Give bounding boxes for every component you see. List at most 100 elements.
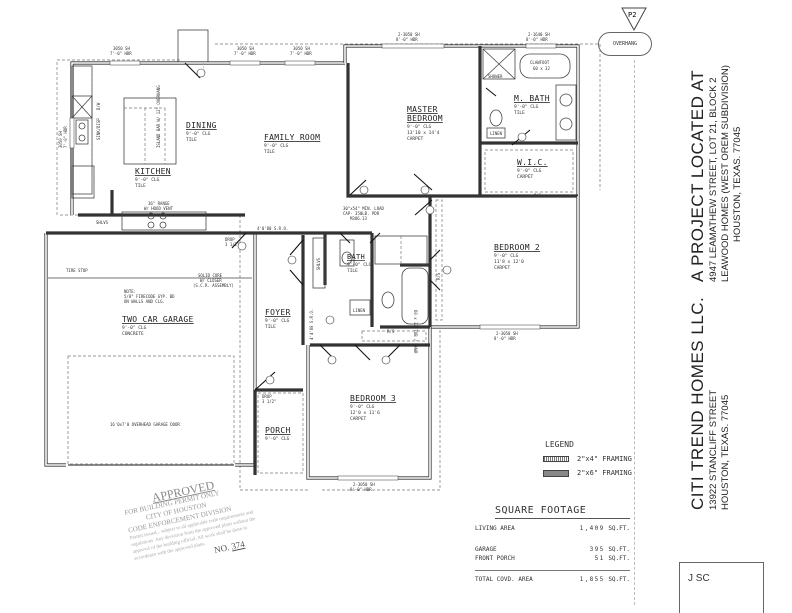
svg-text:3050 SH: 3050 SH (113, 46, 130, 51)
svg-text:5/8" FIRECODE GYP. BD: 5/8" FIRECODE GYP. BD (124, 294, 175, 299)
svg-text:TILE: TILE (186, 137, 197, 143)
svg-text:9'-0" CLG: 9'-0" CLG (514, 104, 539, 110)
project-address-line2: LEAWOOD HOMES (WEST OREM SUBDIVISION) (720, 65, 731, 282)
svg-text:CAP- 350LB. PDR: CAP- 350LB. PDR (343, 211, 380, 216)
sqft-row-living: LIVING AREA 1,409 SQ.FT. (475, 525, 630, 532)
svg-text:SHLVS: SHLVS (96, 220, 109, 225)
svg-text:9'-0" CLG: 9'-0" CLG (264, 143, 289, 149)
legend: LEGEND 2"x4" FRAMING 2"x6" FRAMING (543, 440, 632, 477)
svg-text:2-1640 SH: 2-1640 SH (528, 32, 550, 37)
square-footage-table: SQUARE FOOTAGE LIVING AREA 1,409 SQ.FT. … (475, 505, 630, 583)
svg-text:9'-0" CLG: 9'-0" CLG (407, 124, 432, 130)
svg-text:3050 SH: 3050 SH (237, 46, 254, 51)
svg-text:2-3050 SH: 2-3050 SH (353, 482, 375, 487)
svg-text:8'-0" HDR: 8'-0" HDR (494, 336, 516, 341)
svg-text:8'-0" HDR: 8'-0" HDR (526, 37, 548, 42)
legend-title: LEGEND (545, 440, 574, 449)
company-name: CITI TREND HOMES LLC. (688, 296, 707, 510)
door-tags (196, 68, 527, 385)
garage-door (48, 277, 252, 466)
overhang-cloud: OVERHANG (598, 32, 652, 56)
svg-text:BEDROOM: BEDROOM (407, 114, 443, 123)
svg-text:3 1/2": 3 1/2" (262, 399, 276, 404)
svg-text:TILE: TILE (264, 149, 275, 155)
svg-text:9'-0" CLG: 9'-0" CLG (494, 253, 519, 259)
title-block-divider (634, 60, 635, 605)
svg-text:7'-0" HDR: 7'-0" HDR (110, 51, 132, 56)
svg-text:60 x 32 TUB / SHWR: 60 x 32 TUB / SHWR (413, 310, 418, 354)
svg-text:13'10 x 14'4: 13'10 x 14'4 (407, 130, 440, 136)
room-labels: DINING 9'-0" CLG TILE FAMILY ROOM 9'-0" … (122, 94, 550, 442)
room-label-kitchen: KITCHEN (135, 167, 171, 176)
svg-text:R/S: R/S (387, 329, 395, 334)
svg-text:SHOWER: SHOWER (488, 74, 503, 79)
project-address-line3: HOUSTON, TEXAS. 77045 (732, 126, 743, 242)
svg-text:3 1/2": 3 1/2" (225, 242, 239, 247)
svg-text:ON WALLS AND CLG.: ON WALLS AND CLG. (124, 299, 165, 304)
svg-text:CARPET: CARPET (407, 136, 424, 142)
svg-text:LINEN: LINEN (490, 131, 503, 136)
svg-text:9'-0" CLG: 9'-0" CLG (350, 404, 375, 410)
room-label-bedroom-3: BEDROOM 3 (350, 394, 396, 403)
svg-text:8'-0" HDR: 8'-0" HDR (396, 37, 418, 42)
company-street: 13922 STANCLIFF STREET (708, 389, 719, 510)
sqft-row-garage: GARAGE 395 SQ.FT. (475, 546, 630, 553)
chimney (177, 29, 209, 63)
interior-walls (78, 46, 578, 392)
annotations: 3050 SH 7'-0" HDR 3050 SH 7'-0" HDR 3050… (58, 32, 550, 492)
svg-text:P2: P2 (628, 11, 636, 19)
svg-text:CONCRETE: CONCRETE (122, 331, 144, 337)
svg-text:9'-0" CLG: 9'-0" CLG (347, 262, 372, 268)
svg-text:R/S: R/S (436, 272, 441, 280)
svg-text:3050 SH: 3050 SH (58, 131, 63, 148)
framing-2x4-swatch (543, 456, 569, 462)
svg-text:(S.C.R. ASSEMBLY): (S.C.R. ASSEMBLY) (193, 283, 234, 288)
svg-text:36" RANGE: 36" RANGE (148, 201, 170, 206)
legend-item-2x6: 2"x6" FRAMING (543, 469, 632, 477)
svg-text:SINK/DISP: SINK/DISP (96, 118, 101, 140)
room-label-bedroom-2: BEDROOM 2 (494, 243, 540, 252)
svg-text:NOTE:: NOTE: (124, 289, 136, 294)
svg-text:9'-0" CLG: 9'-0" CLG (122, 325, 147, 331)
svg-text:9'-0" CLG: 9'-0" CLG (186, 131, 211, 137)
company-city: HOUSTON, TEXAS. 77045 (720, 394, 731, 510)
svg-text:8'-0" HDR: 8'-0" HDR (350, 487, 372, 492)
svg-text:11'8 x 12'0: 11'8 x 12'0 (494, 259, 524, 265)
room-label-porch: PORCH (265, 426, 291, 435)
sheet-number-box: J SC (679, 562, 764, 613)
svg-text:DROP: DROP (225, 237, 235, 242)
svg-text:9'-0" CLG: 9'-0" CLG (135, 177, 160, 183)
svg-text:TIRE STOP: TIRE STOP (66, 268, 88, 273)
closet-shelves (361, 149, 574, 342)
svg-text:TILE: TILE (135, 183, 146, 189)
svg-text:3050 SH: 3050 SH (293, 46, 310, 51)
svg-text:SOLID CORE: SOLID CORE (198, 273, 223, 278)
svg-text:CARPET: CARPET (494, 265, 511, 271)
room-label-wic: W.I.C. (517, 158, 548, 167)
bath-fixtures (312, 48, 577, 325)
square-footage-title: SQUARE FOOTAGE (495, 505, 630, 519)
room-label-bath: BATH (347, 253, 365, 261)
svg-text:W/ CLOSER: W/ CLOSER (200, 278, 222, 283)
svg-text:LINEN: LINEN (353, 308, 366, 313)
svg-text:CARPET: CARPET (517, 174, 534, 180)
svg-text:9'-0" CLG: 9'-0" CLG (265, 436, 290, 442)
svg-text:CARPET: CARPET (350, 416, 367, 422)
room-label-dining: DINING (186, 121, 217, 130)
sqft-row-porch: FRONT PORCH 51 SQ.FT. (475, 555, 630, 562)
kitchen-counters (71, 65, 207, 231)
company-block: CITI TREND HOMES LLC. 13922 STANCLIFF ST… (688, 297, 732, 510)
room-label-master-bath: M. BATH (514, 94, 550, 103)
porch-outline (257, 392, 304, 474)
svg-text:R/S: R/S (534, 193, 542, 198)
windows (69, 43, 557, 481)
svg-text:CLAWFOOT: CLAWFOOT (530, 60, 550, 65)
svg-text:TILE: TILE (514, 110, 525, 116)
svg-text:TILE: TILE (347, 268, 358, 274)
project-address-line1: 4947 LEAMATHEW STREET, LOT 21, BLOCK 2 (708, 77, 719, 282)
svg-text:D/W: D/W (96, 102, 101, 110)
svg-text:4'0'80 S.R.O.: 4'0'80 S.R.O. (257, 226, 288, 231)
svg-text:M3O6.13: M3O6.13 (350, 216, 367, 221)
svg-text:30"x54" MIN. LOAD: 30"x54" MIN. LOAD (343, 206, 385, 211)
